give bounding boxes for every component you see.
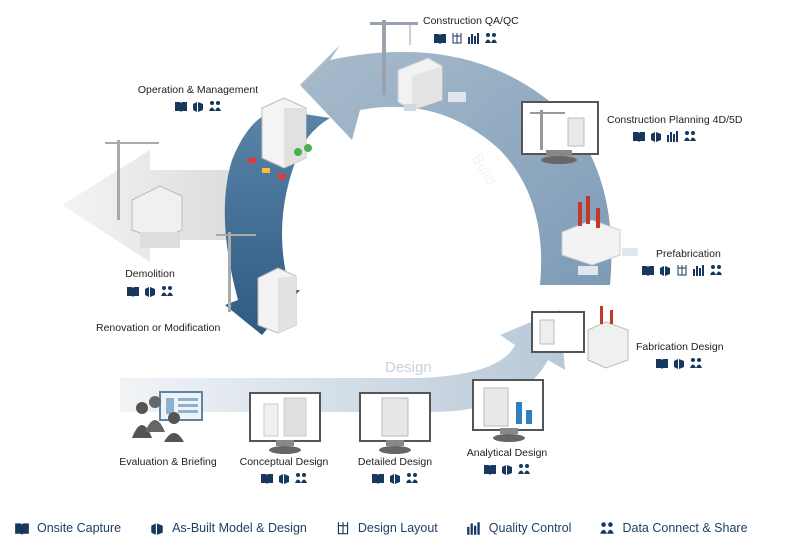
onsite-capture-icon xyxy=(632,130,646,142)
design-arrow xyxy=(120,310,565,412)
legend-design-layout-label: Design Layout xyxy=(357,521,438,535)
onsite-capture-icon xyxy=(174,100,188,112)
operate-arrow xyxy=(224,110,330,335)
stage-detailed-design-label: Detailed Design xyxy=(357,456,433,468)
demolition-illustration xyxy=(105,140,183,248)
phase-design-label: Design xyxy=(385,359,432,376)
fabrication-monitor xyxy=(531,306,629,369)
as-built-icon xyxy=(658,264,672,276)
as-built-icon xyxy=(277,472,291,484)
conceptual-monitor xyxy=(249,392,321,454)
design-layout-icon xyxy=(675,264,689,276)
stage-evaluation-briefing-label: Evaluation & Briefing xyxy=(119,456,217,468)
stage-conceptual-design-label: Conceptual Design xyxy=(239,456,329,468)
stage-fabrication-design-label: Fabrication Design xyxy=(636,341,724,353)
stage-analytical-design-icons xyxy=(483,463,531,475)
stage-construction-planning-label: Construction Planning 4D/5D xyxy=(607,114,743,126)
as-built-icon xyxy=(388,472,402,484)
legend: Onsite Capture As-Built Model & Design D… xyxy=(14,517,804,539)
stage-prefabrication-label: Prefabrication xyxy=(656,248,721,260)
stage-construction-qaqc-icons xyxy=(433,32,498,44)
data-connect-icon xyxy=(599,521,615,535)
quality-control-icon xyxy=(466,521,482,535)
legend-onsite-capture-label: Onsite Capture xyxy=(37,521,122,535)
stage-operation-management-icons xyxy=(174,100,222,112)
data-connect-icon xyxy=(208,100,222,112)
onsite-capture-icon xyxy=(483,463,497,475)
design-layout-icon xyxy=(335,521,351,535)
stage-demolition-label: Demolition xyxy=(125,268,175,280)
as-built-icon xyxy=(500,463,514,475)
data-connect-icon xyxy=(517,463,531,475)
design-layout-icon xyxy=(450,32,464,44)
stage-construction-qaqc-label: Construction QA/QC xyxy=(423,15,519,27)
data-connect-icon xyxy=(484,32,498,44)
stage-conceptual-design-icons xyxy=(260,472,308,484)
analytical-monitor xyxy=(472,379,544,442)
onsite-capture-icon xyxy=(371,472,385,484)
legend-quality-control-label: Quality Control xyxy=(488,521,572,535)
stage-analytical-design-label: Analytical Design xyxy=(466,447,548,459)
stage-renovation-label: Renovation or Modification xyxy=(96,322,221,334)
stage-detailed-design-icons xyxy=(371,472,419,484)
renovation-illustration xyxy=(216,232,297,334)
legend-data-connect: Data Connect & Share xyxy=(599,521,748,535)
legend-data-connect-label: Data Connect & Share xyxy=(622,521,748,535)
stage-demolition-icons xyxy=(126,285,174,297)
onsite-capture-icon xyxy=(433,32,447,44)
onsite-capture-icon xyxy=(14,521,30,535)
stage-construction-planning-icons xyxy=(632,130,697,142)
stage-operation-management-label: Operation & Management xyxy=(137,84,259,96)
as-built-icon xyxy=(191,100,205,112)
stage-fabrication-design-icons xyxy=(655,357,703,369)
onsite-capture-icon xyxy=(655,357,669,369)
data-connect-icon xyxy=(405,472,419,484)
prefabrication-factory xyxy=(561,196,638,275)
detailed-monitor xyxy=(359,392,431,454)
legend-quality-control: Quality Control xyxy=(466,521,572,535)
onsite-capture-icon xyxy=(126,285,140,297)
stage-prefabrication-icons xyxy=(641,264,723,276)
as-built-icon xyxy=(143,285,157,297)
data-connect-icon xyxy=(160,285,174,297)
operation-illustration xyxy=(248,97,312,179)
as-built-icon xyxy=(672,357,686,369)
quality-control-icon xyxy=(467,32,481,44)
qaqc-illustration xyxy=(370,20,466,111)
data-connect-icon xyxy=(709,264,723,276)
onsite-capture-icon xyxy=(641,264,655,276)
quality-control-icon xyxy=(692,264,706,276)
legend-design-layout: Design Layout xyxy=(335,521,438,535)
data-connect-icon xyxy=(683,130,697,142)
legend-as-built-label: As-Built Model & Design xyxy=(172,521,307,535)
legend-as-built: As-Built Model & Design xyxy=(149,521,307,535)
legend-onsite-capture: Onsite Capture xyxy=(14,521,121,535)
planning-monitor xyxy=(521,101,599,164)
onsite-capture-icon xyxy=(260,472,274,484)
as-built-icon xyxy=(649,130,663,142)
data-connect-icon xyxy=(689,357,703,369)
as-built-icon xyxy=(149,521,165,535)
data-connect-icon xyxy=(294,472,308,484)
quality-control-icon xyxy=(666,130,680,142)
evaluation-illustration xyxy=(132,391,203,442)
